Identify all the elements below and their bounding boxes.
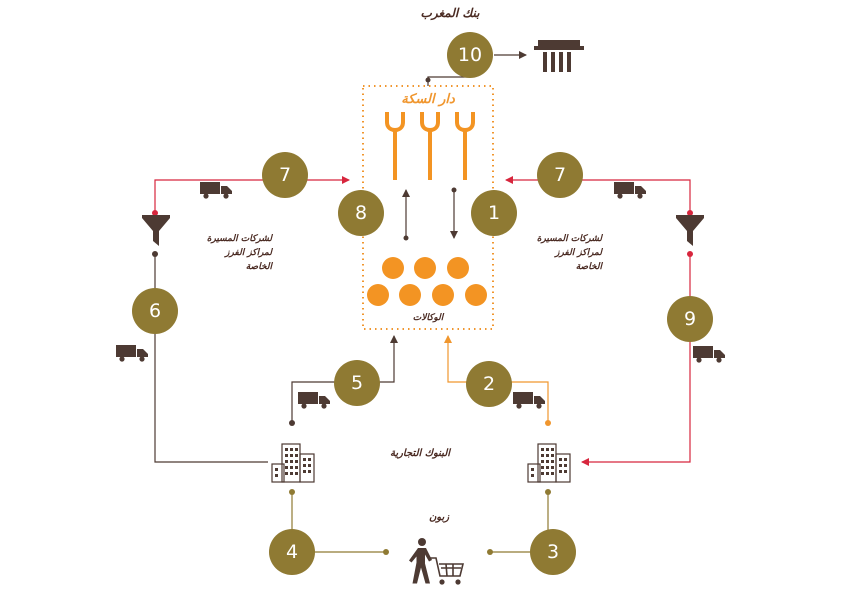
step-7-right: 7 xyxy=(537,152,583,198)
bank-building-icon xyxy=(534,40,584,72)
note-left-line-3: الخاصة xyxy=(245,262,272,272)
step-9: 9 xyxy=(667,296,713,342)
note-left: لشركات المسيرة لمراكز الفرز الخاصة xyxy=(196,232,272,274)
step-6: 6 xyxy=(132,288,178,334)
note-right-line-2: لمراكز الفرز xyxy=(555,248,602,258)
flow-7-left xyxy=(152,176,350,216)
internal-arrows xyxy=(402,187,458,241)
note-right-line-3: الخاصة xyxy=(575,262,602,272)
office-building-icon xyxy=(271,443,315,483)
flow-9 xyxy=(581,251,693,466)
step-8: 8 xyxy=(338,190,384,236)
flow-10 xyxy=(425,51,527,86)
flow-6 xyxy=(152,251,268,463)
step-4: 4 xyxy=(269,529,315,575)
flow-7-right xyxy=(505,176,693,216)
truck-icon xyxy=(513,392,545,409)
note-left-line-2: لمراكز الفرز xyxy=(225,248,272,258)
central-bank-label: بنك المغرب xyxy=(420,6,480,20)
truck-icon xyxy=(614,182,646,199)
step-7-left: 7 xyxy=(262,152,308,198)
note-left-line-1: لشركات المسيرة xyxy=(206,234,272,244)
customer-label: زبون xyxy=(428,512,450,523)
note-right-line-1: لشركات المسيرة xyxy=(536,234,602,244)
commercial-banks-label: البنوك التجارية xyxy=(389,448,451,459)
truck-icon xyxy=(298,392,330,409)
mint-label: دار السكة xyxy=(401,92,455,107)
step-2: 2 xyxy=(466,361,512,407)
shopping-cart-person-icon xyxy=(409,538,464,585)
funnel-icon xyxy=(142,215,170,246)
agencies-label: الوكالات xyxy=(412,313,444,323)
step-1: 1 xyxy=(471,190,517,236)
truck-icon xyxy=(693,346,725,363)
coin-icon xyxy=(367,257,487,306)
fork-press-icon xyxy=(385,112,475,180)
step-5: 5 xyxy=(334,360,380,406)
office-building-icon xyxy=(527,443,571,483)
funnel-icon xyxy=(676,215,704,246)
truck-icon xyxy=(116,345,148,362)
step-3: 3 xyxy=(530,529,576,575)
note-right: لشركات المسيرة لمراكز الفرز الخاصة xyxy=(526,232,602,274)
truck-icon xyxy=(200,182,232,199)
step-10: 10 xyxy=(447,32,493,78)
